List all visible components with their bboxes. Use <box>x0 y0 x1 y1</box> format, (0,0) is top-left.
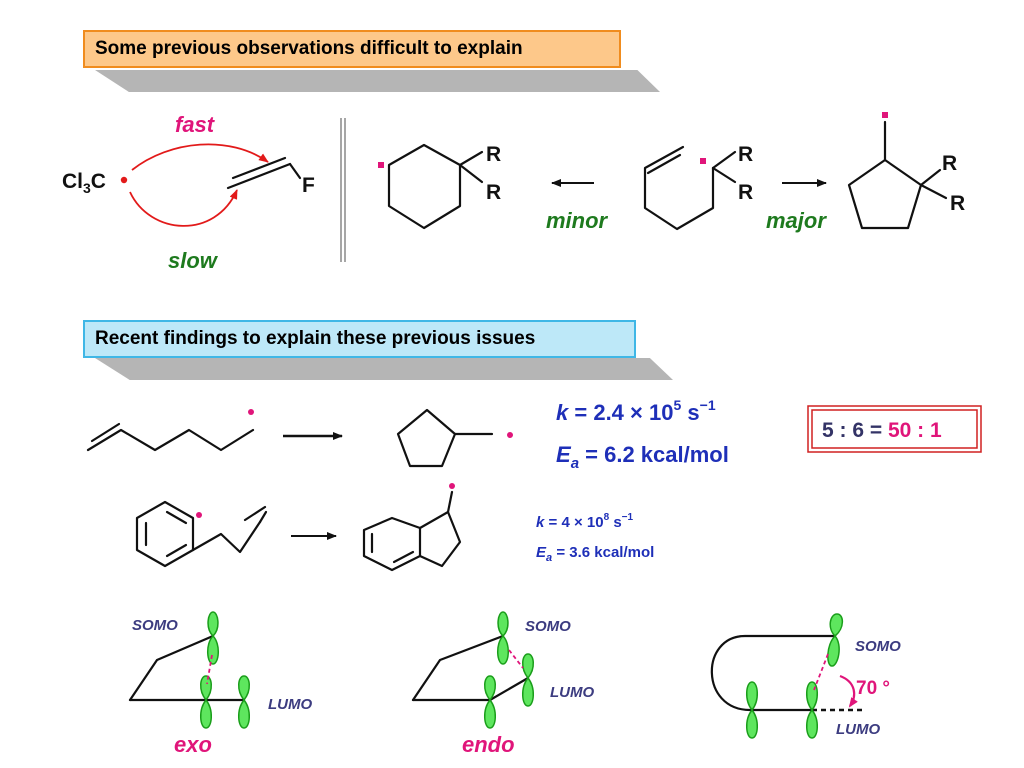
ratio-text: 5 : 6 = 50 : 1 <box>822 419 942 442</box>
top-banner: Some previous observations difficult to … <box>83 30 621 68</box>
trichloromethyl-scheme: Cl3C F fast slow <box>62 112 315 273</box>
indanylmethyl-radical <box>362 483 462 572</box>
major-label: major <box>766 208 827 233</box>
angle-arrow-icon <box>839 674 858 708</box>
radical-dot-icon <box>449 483 455 489</box>
ea-aryl: Ea = 3.6 kcal/mol <box>536 544 654 564</box>
somo-label: SOMO <box>525 618 571 635</box>
somo-label: SOMO <box>855 638 901 655</box>
ratio-box: 5 : 6 = 50 : 1 <box>807 405 982 453</box>
k-hexenyl: k = 2.4 × 105 s−1 <box>556 397 716 425</box>
aryl-radical <box>135 500 268 568</box>
fluorine-label: F <box>302 174 315 197</box>
vinyl-bond <box>226 162 292 190</box>
radical-dot-icon <box>120 176 128 184</box>
angle-label: 70 ° <box>856 678 890 699</box>
p-orbital-icon <box>207 611 219 665</box>
lumo-label: LUMO <box>550 684 594 701</box>
radical-dot-icon <box>248 409 254 415</box>
p-orbital-icon <box>238 675 250 729</box>
fast-arrow-icon <box>131 143 269 171</box>
exo-transition-state: SOMO LUMO exo <box>128 611 312 757</box>
slow-arrow-icon <box>129 189 238 227</box>
radical-dot-icon <box>196 512 202 518</box>
slow-label: slow <box>168 248 219 273</box>
r-label: R <box>738 181 753 204</box>
radical-dot-icon <box>882 112 888 118</box>
minor-label: minor <box>546 208 609 233</box>
r-label: R <box>486 143 501 166</box>
middle-banner-shadow <box>95 358 673 380</box>
p-orbital-icon <box>827 613 844 667</box>
r-label: R <box>486 181 501 204</box>
reagent-label: Cl3C <box>62 170 106 196</box>
lumo-label: LUMO <box>268 696 312 713</box>
ea-hexenyl: Ea = 6.2 kcal/mol <box>556 442 729 472</box>
radical-dot-icon <box>378 162 384 168</box>
attack-angle-diagram: 70 ° SOMO LUMO <box>710 613 901 739</box>
lumo-label: LUMO <box>836 721 880 738</box>
hexenyl-radical-substituted: R R <box>643 143 753 231</box>
top-banner-shadow <box>95 70 660 92</box>
exo-label: exo <box>174 732 212 757</box>
middle-banner: Recent findings to explain these previou… <box>83 320 636 358</box>
endo-transition-state: SOMO LUMO endo <box>411 611 594 757</box>
p-orbital-icon <box>746 681 758 739</box>
somo-label: SOMO <box>132 617 178 634</box>
cyclopentyl-product: R R <box>847 112 965 230</box>
r-label: R <box>950 192 965 215</box>
vinyl-double-bond <box>231 156 287 180</box>
p-orbital-icon <box>497 611 509 665</box>
k-aryl: k = 4 × 108 s−1 <box>536 512 633 531</box>
p-orbital-icon <box>200 675 212 729</box>
hexenyl-radical <box>86 409 255 452</box>
radical-dot-icon <box>507 432 513 438</box>
cyclopentylmethyl-radical <box>396 408 513 468</box>
r-label: R <box>738 143 753 166</box>
cyclohexyl-product: R R <box>378 143 501 230</box>
r-label: R <box>942 152 957 175</box>
endo-label: endo <box>462 732 515 757</box>
p-orbital-icon <box>522 653 534 707</box>
fast-label: fast <box>175 112 216 137</box>
cf-bond <box>288 162 302 180</box>
p-orbital-icon <box>484 675 496 729</box>
radical-dot-icon <box>700 158 706 164</box>
